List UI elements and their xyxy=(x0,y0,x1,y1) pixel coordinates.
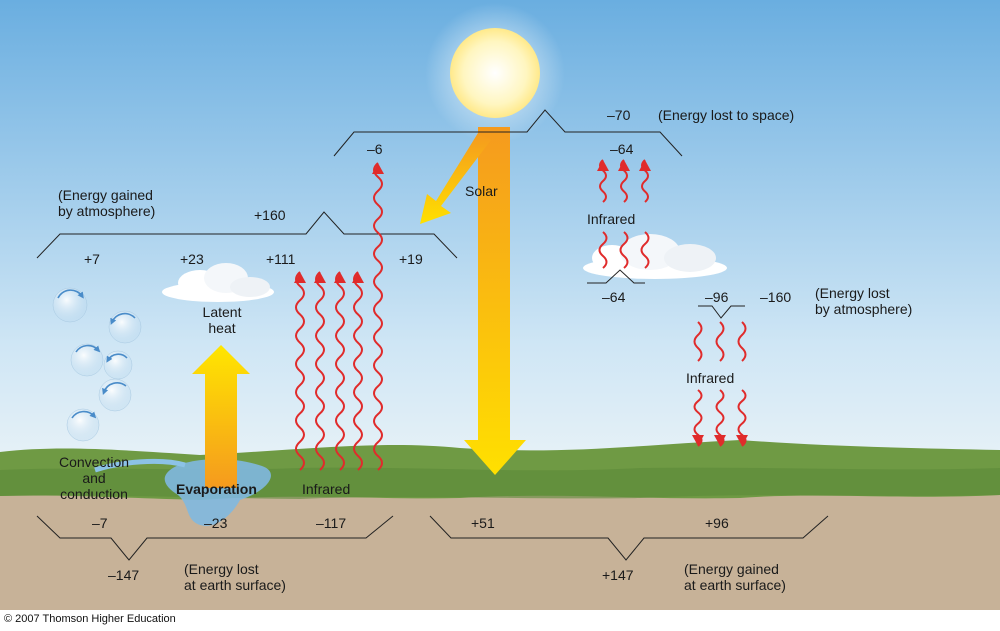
infrared-arrows xyxy=(294,159,748,471)
infrared-top-label: Infrared xyxy=(587,211,636,227)
infrared-down-arrow-3-head xyxy=(736,435,748,446)
atm-lost-part-value: –96 xyxy=(705,289,729,305)
latent-heat-arrow xyxy=(192,345,250,488)
infrared-up-arrow-1 xyxy=(295,271,305,471)
space-label: (Energy lost to space) xyxy=(658,107,795,123)
surface-evaporation-value: –23 xyxy=(204,515,228,531)
convection-label: Convection and conduction xyxy=(58,454,130,503)
latent-value: +23 xyxy=(180,251,204,267)
grass-shade xyxy=(0,467,1000,499)
infrared-up-arrow-3 xyxy=(335,271,345,471)
infrared-up-arrow-2-head xyxy=(314,272,326,283)
infrared-to-space-arrow-head xyxy=(372,163,384,174)
surface-infrared-gain-value: +96 xyxy=(705,515,729,531)
evaporation-label: Evaporation xyxy=(176,481,257,497)
surface-convection-value: –7 xyxy=(92,515,108,531)
surface-solar-value: +51 xyxy=(471,515,495,531)
convection-bubbles xyxy=(52,287,142,442)
cloud-to-space-arrow-2-head xyxy=(618,160,630,171)
cloud-infrared-squiggle-3 xyxy=(640,231,650,269)
atm-lost-label: (Energy lost by atmosphere) xyxy=(815,285,913,318)
atm-gained-total: +160 xyxy=(254,207,286,223)
bracket-atmosphere-gained xyxy=(36,211,458,259)
cloud-to-space-arrow-1-head xyxy=(597,160,609,171)
atmosphere-squiggle-3 xyxy=(737,321,747,362)
infrared-absorbed-value: +111 xyxy=(266,251,296,267)
cloud-left xyxy=(162,263,274,302)
cloud-infrared-squiggle-2 xyxy=(619,231,629,269)
water-stream xyxy=(94,458,186,473)
surface-lost-label: (Energy lost at earth surface) xyxy=(184,561,286,594)
brackets xyxy=(36,109,829,561)
infrared-down-arrow-2-head xyxy=(714,435,726,446)
surface-lost-total: –147 xyxy=(108,567,140,583)
atmosphere-squiggle-1 xyxy=(693,321,703,362)
infrared-to-space-arrow xyxy=(373,162,383,471)
infrared-up-arrow-1-head xyxy=(294,272,306,283)
surface-infrared-value: –117 xyxy=(316,515,347,531)
direct-to-space-value: –6 xyxy=(367,141,383,157)
sun xyxy=(450,28,540,118)
cloud-to-space-arrow-3-head xyxy=(639,160,651,171)
atm-gained-label: (Energy gained by atmosphere) xyxy=(58,187,156,220)
infrared-down-arrow-1-head xyxy=(692,435,704,446)
cloud-infrared-squiggle-1 xyxy=(598,231,608,269)
solar-diagonal-arrow xyxy=(420,133,491,224)
infrared-up-arrow-4 xyxy=(353,271,363,471)
bracket-cloud xyxy=(587,269,645,284)
bracket-space xyxy=(333,109,683,157)
bracket-surface-lost xyxy=(36,515,394,561)
surface-gained-label: (Energy gained at earth surface) xyxy=(684,561,786,594)
latent-heat-label: Latent heat xyxy=(202,304,242,337)
infrared-down-label: Infrared xyxy=(686,370,735,386)
space-value: –70 xyxy=(607,107,631,123)
solar-absorbed-value: +19 xyxy=(399,251,423,267)
cloud-to-space-value: –64 xyxy=(610,141,634,157)
solar-label: Solar xyxy=(465,183,498,199)
infrared-surface-label: Infrared xyxy=(302,481,351,497)
atm-lost-total-value: –160 xyxy=(760,289,792,305)
atmosphere-squiggle-2 xyxy=(715,321,725,362)
surface-gained-total: +147 xyxy=(602,567,634,583)
cloud-right xyxy=(583,234,727,279)
solar-arrow xyxy=(464,127,526,475)
infrared-up-arrow-3-head xyxy=(334,272,346,283)
cloud-below-value: –64 xyxy=(602,289,626,305)
water-pool xyxy=(164,459,271,526)
convection-value: +7 xyxy=(84,251,100,267)
bracket-atmosphere-lost xyxy=(698,305,745,319)
copyright: © 2007 Thomson Higher Education xyxy=(4,613,176,625)
bracket-surface-gained xyxy=(429,515,829,561)
infrared-up-arrow-2 xyxy=(315,271,325,471)
infrared-up-arrow-4-head xyxy=(352,272,364,283)
